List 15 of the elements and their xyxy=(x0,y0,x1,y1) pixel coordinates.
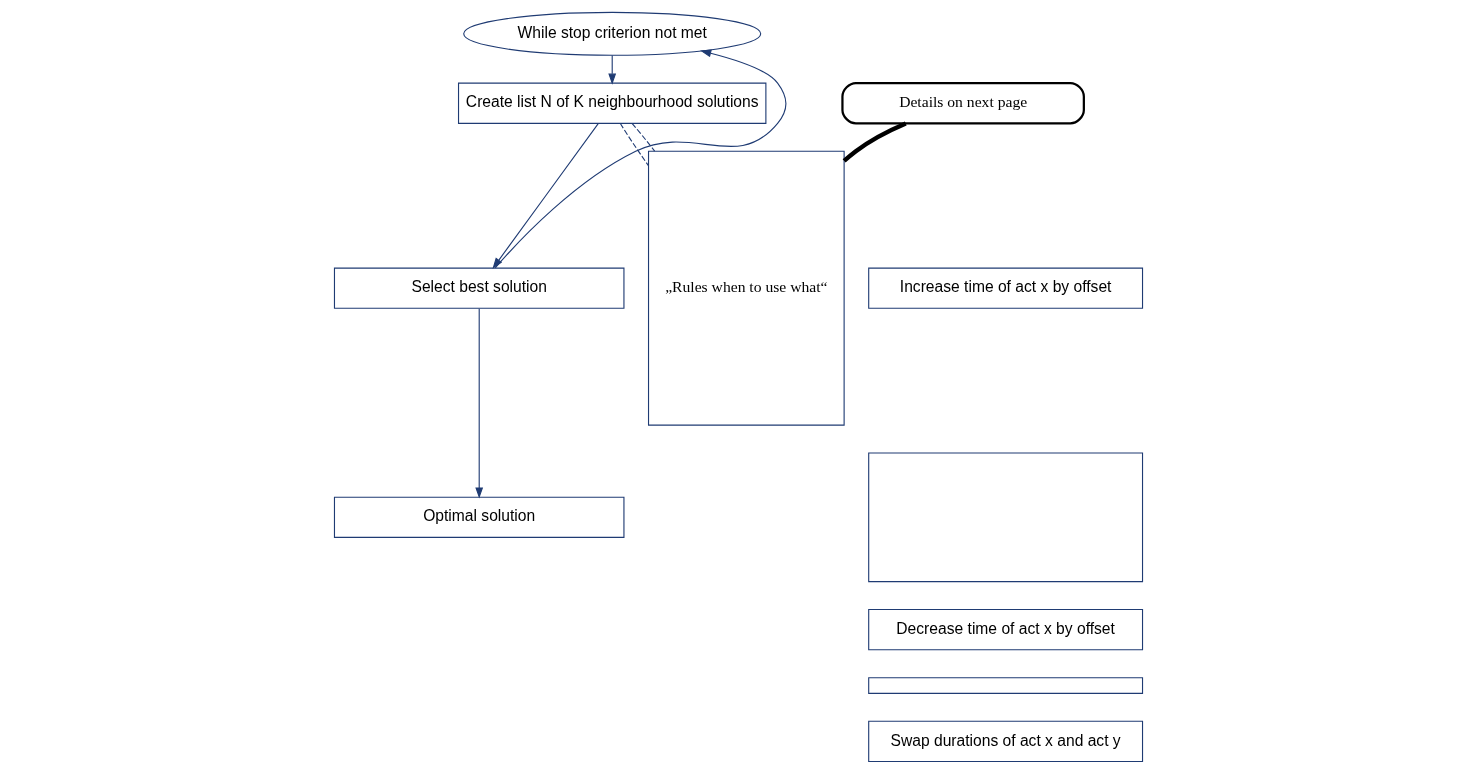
node-box: „Rules when to use what“ xyxy=(647,150,845,426)
node-box xyxy=(868,677,1144,694)
arrow xyxy=(608,54,617,85)
node-box: Details on next page xyxy=(841,81,1085,125)
node-box: Swap durations of act x and act y xyxy=(868,720,1144,763)
node-box: Decrease time of act x by offset xyxy=(868,608,1144,651)
node-box xyxy=(868,452,1144,583)
connector xyxy=(619,123,649,167)
node-box: Optimal solution xyxy=(333,496,625,538)
node-box: Create list N of K neighbourhood solutions xyxy=(457,82,767,124)
connector xyxy=(842,121,907,163)
node-box: Increase time of act x by offset xyxy=(868,267,1144,309)
arrow xyxy=(475,308,484,499)
connector xyxy=(631,123,656,152)
node-box: Select best solution xyxy=(333,267,625,309)
